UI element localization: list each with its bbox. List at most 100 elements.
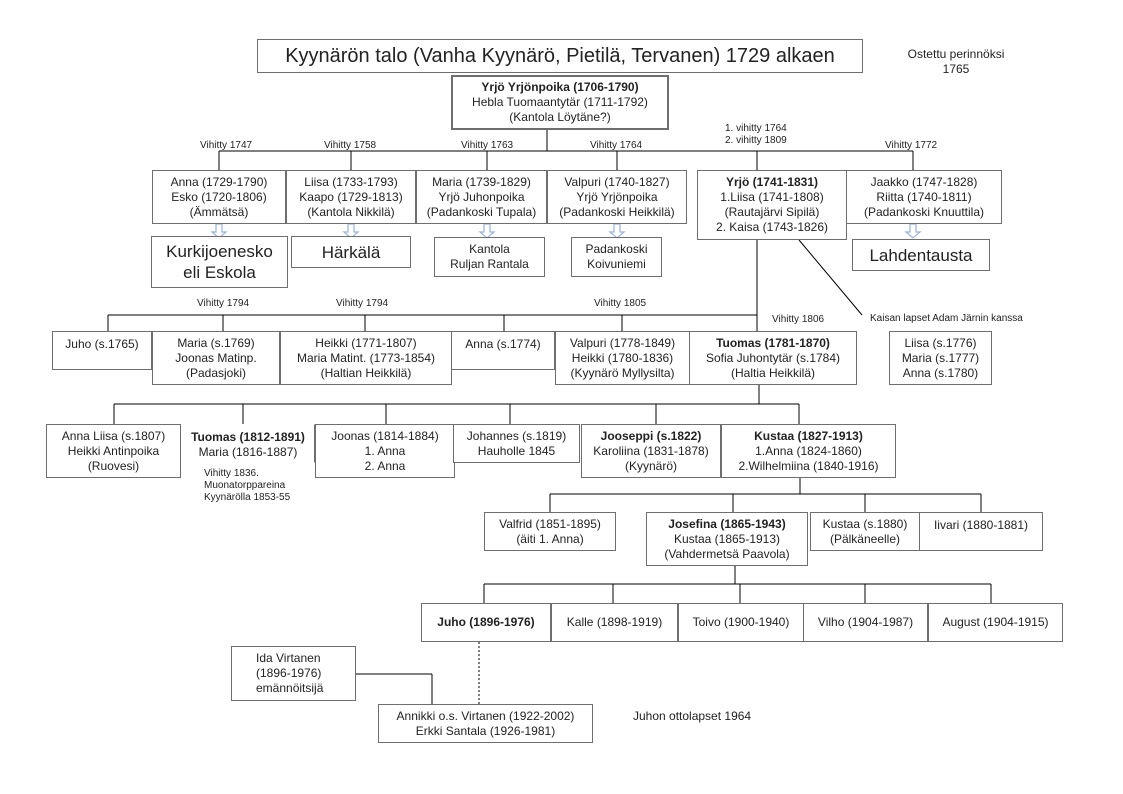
root-wife: Hebla Tuomaantytär (1711-1792) [472,95,648,109]
spouse-line: 2. Anna [364,458,406,473]
spouse-line: Yrjö Yrjönpoika [576,189,658,204]
gen5-vilho: Vilho (1904-1987) [803,603,928,642]
person-line: Juho (s.1765) [65,337,139,351]
spouse-line: Heikki (1780-1836) [571,350,674,365]
place-harkala: Härkälä [291,236,411,268]
person-line: Tuomas (1812-1891) [191,430,305,444]
gen2-maria: Maria (s.1769) Joonas Matinp. (Padasjoki… [152,331,280,385]
purchase-note-year: 1765 [942,62,970,76]
spouse-line: Esko (1720-1806) [171,189,267,204]
place-line: Kurkijoenesko [166,242,273,261]
gen5-kalle: Kalle (1898-1919) [551,603,678,642]
place-line: Härkälä [321,242,381,262]
dates-line: (1896-1976) [256,666,322,680]
spouse-line: Kustaa (1865-1913) [673,531,781,546]
purchase-note: Ostettu perinnöksi 1765 [898,47,1014,77]
spouse-line: Riitta (1740-1811) [876,189,972,204]
origin-line: (Padasjoki) [185,365,247,380]
marriage-note: Vihitty 1805 [594,298,647,309]
role-line: emännöitsijä [256,681,324,695]
person-line: Heikki (1771-1807) [315,335,417,350]
gen3-jooseppi: Jooseppi (s.1822) Karoliina (1831-1878) … [581,424,721,478]
gen3-tuomas: Tuomas (1812-1891) Maria (1816-1887) [181,424,315,463]
place-line: Lahdentausta [869,245,973,265]
gen3-anna-liisa: Anna Liisa (s.1807) Heikki Antinpoika (R… [46,424,181,478]
gen3-joonas: Joonas (1814-1884) 1. Anna 2. Anna [315,424,455,478]
person-line: Iivari (1880-1881) [933,518,1029,532]
origin-line: (Kyynärö Myllysilta) [570,365,675,380]
gen4-josefina: Josefina (1865-1943) Kustaa (1865-1913) … [646,512,808,566]
gen1-valpuri: Valpuri (1740-1827) Yrjö Yrjönpoika (Pad… [547,170,687,224]
person-line: Kustaa (1827-1913) [754,428,863,443]
place-kurkijoenesko: Kurkijoenesko eli Eskola [151,236,288,288]
gen2-valpuri: Valpuri (1778-1849) Heikki (1780-1836) (… [555,331,690,385]
origin-line: (Padankoski Tupala) [426,204,537,219]
gen4-iivari: Iivari (1880-1881) [919,512,1043,551]
person-line: Joonas (1814-1884) [331,428,439,443]
marriage-note: Vihitty 1794 [336,298,389,309]
person-line: Valpuri (1778-1849) [569,335,676,350]
person-line: Johannes (s.1819) [466,429,567,443]
gen2-tuomas: Tuomas (1781-1870) Sofia Juhontytär (s.1… [689,331,857,385]
person-line: Anna (s.1780) [902,365,979,380]
person-line: Liisa (s.1776) [904,335,977,350]
gen4-valfrid: Valfrid (1851-1895) (äiti 1. Anna) [484,512,616,551]
marriage-note: Vihitty 1758 [324,140,377,151]
gen1-liisa: Liisa (1733-1793) Kaapo (1729-1813) (Kan… [286,170,416,224]
tree-title: Kyynärön talo (Vanha Kyynärö, Pietilä, T… [257,39,863,73]
person-line: Maria (s.1777) [901,350,980,365]
spouse-line: Yrjö Juhonpoika [438,189,525,204]
adopted-children: Annikki o.s. Virtanen (1922-2002) Erkki … [378,704,593,743]
tuomas-note: Vihitty 1836. Muonatorppareina Kyynäröll… [204,468,290,504]
spouse-line: 1. Anna [364,443,406,458]
person-line: Toivo (1900-1940) [692,615,790,629]
root-couple: Yrjö Yrjönpoika (1706-1790) Hebla Tuomaa… [451,75,669,130]
kaisa-note: Kaisan lapset Adam Järnin kanssa [870,313,1023,324]
person-line: Jooseppi (s.1822) [600,428,702,443]
gen4-kustaa: Kustaa (s.1880) (Pälkäneelle) [810,512,920,551]
spouse-line: 2. Kaisa (1743-1826) [715,220,829,234]
note-line: Hauholle 1845 [477,444,556,458]
marriage-note: Vihitty 1772 [885,140,938,151]
marriage-note: Vihitty 1806 [772,314,825,325]
person-line: Kalle (1898-1919) [566,615,663,629]
origin-line: (Ruovesi) [87,458,140,473]
person-line: Maria (s.1769) [177,335,255,350]
person-line: Maria (1739-1829) [432,174,531,189]
purchase-note-line: Ostettu perinnöksi [907,47,1005,61]
person-line: Anna (s.1774) [465,337,541,351]
note-line: (äiti 1. Anna) [516,531,584,546]
place-line: Padankoski [585,242,648,256]
person-line: Vilho (1904-1987) [817,615,914,629]
marriage-note: Vihitty 1764 [590,140,643,151]
gen3-johannes: Johannes (s.1819) Hauholle 1845 [453,424,580,463]
marriage-note: Vihitty 1794 [197,298,250,309]
gen2-heikki: Heikki (1771-1807) Maria Matint. (1773-1… [280,331,452,385]
origin-line: (Haltia Heikkilä) [730,365,816,380]
origin-line: (Padankoski Knuuttila) [863,204,985,219]
person-line: Anna Liisa (s.1807) [61,428,166,443]
place-line: Kantola [469,242,510,256]
person-line: Valpuri (1740-1827) [564,174,670,189]
ida-virtanen: Ida Virtanen (1896-1976) emännöitsijä [231,646,356,701]
person-line: Juho (1896-1976) [437,615,535,629]
place-padankoski: Padankoski Koivuniemi [571,237,662,277]
person-line: Jaakko (1747-1828) [870,174,978,189]
kaisa-children: Liisa (s.1776) Maria (s.1777) Anna (s.17… [889,331,992,385]
spouse-line: Maria (1816-1887) [198,445,298,459]
note-line: (Pälkäneelle) [829,531,901,546]
place-lahdentausta: Lahdentausta [852,239,990,271]
gen2-anna: Anna (s.1774) [451,331,555,370]
gen2-juho: Juho (s.1765) [52,331,152,370]
gen1-maria: Maria (1739-1829) Yrjö Juhonpoika (Padan… [416,170,547,224]
origin-line: (Kantola Nikkilä) [307,204,395,219]
spouse-line: Erkki Santala (1926-1981) [415,723,556,738]
person-line: Tuomas (1781-1870) [716,335,830,350]
person-line: Valfrid (1851-1895) [499,516,601,531]
marriage-note: Vihitty 1763 [461,140,514,151]
gen1-anna: Anna (1729-1790) Esko (1720-1806) (Ämmät… [152,170,286,224]
spouse-line: Kaapo (1729-1813) [299,189,403,204]
note-line: Vihitty 1836. [204,468,259,479]
